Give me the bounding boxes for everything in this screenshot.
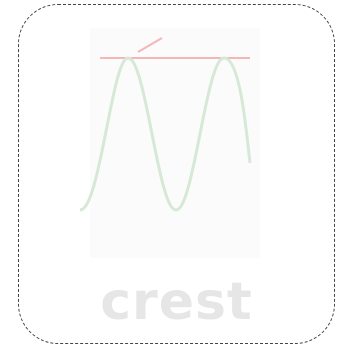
card-word: crest	[18, 272, 335, 332]
sine-wave-crest-icon	[70, 28, 270, 258]
illustration-background	[90, 28, 260, 258]
